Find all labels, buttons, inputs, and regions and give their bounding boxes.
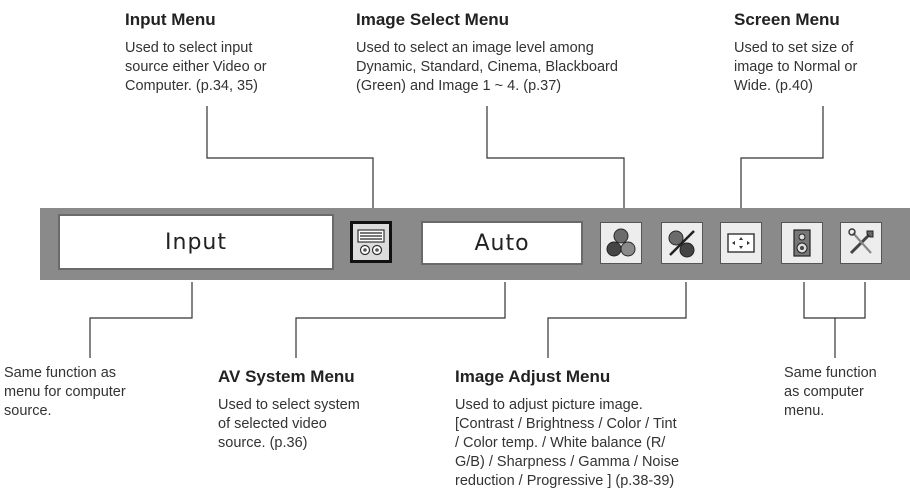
right-note-desc: Same function as computer menu. xyxy=(784,364,877,421)
desc-line: G/B) / Sharpness / Gamma / Noise xyxy=(455,454,680,470)
av-system-field[interactable]: Auto xyxy=(421,221,583,265)
screen-icon xyxy=(727,233,755,253)
desc-line: Wide. (p.40) xyxy=(734,78,813,94)
image-select-title: Image Select Menu xyxy=(356,10,510,29)
image-adjust-title: Image Adjust Menu xyxy=(455,367,611,386)
image-adjust-icon xyxy=(668,230,695,258)
image-adjust-leader xyxy=(547,282,687,358)
input-menu-annotation: Input Menu Used to select input source e… xyxy=(125,10,267,96)
desc-line: Computer. (p.34, 35) xyxy=(125,78,258,94)
desc-line: as computer xyxy=(784,384,864,400)
tools-icon xyxy=(848,228,874,255)
input-menu-desc: Used to select input source either Video… xyxy=(125,39,267,96)
av-system-annotation: AV System Menu Used to select system of … xyxy=(218,367,360,453)
desc-line: menu. xyxy=(784,403,825,419)
desc-line: image to Normal or xyxy=(734,59,858,75)
desc-line: Same function xyxy=(784,365,877,381)
screen-menu-leader xyxy=(740,106,824,213)
input-field[interactable]: Input xyxy=(58,214,334,270)
image-select-annotation: Image Select Menu Used to select an imag… xyxy=(356,10,618,96)
screen-menu-button[interactable] xyxy=(720,222,762,264)
screen-menu-title: Screen Menu xyxy=(734,10,840,29)
sound-menu-button[interactable] xyxy=(781,222,823,264)
image-select-leader xyxy=(486,106,625,213)
desc-line: [Contrast / Brightness / Color / Tint xyxy=(455,416,677,432)
desc-line: Used to adjust picture image. xyxy=(455,397,643,413)
right-note: Same function as computer menu. xyxy=(784,364,877,421)
av-system-desc: Used to select system of selected video … xyxy=(218,396,360,453)
setting-menu-button[interactable] xyxy=(840,222,882,264)
left-note-leader xyxy=(89,282,193,358)
left-note: Same function as menu for computer sourc… xyxy=(4,364,126,421)
desc-line: Used to select an image level among xyxy=(356,40,594,56)
image-select-button[interactable] xyxy=(600,222,642,264)
speaker-icon xyxy=(793,229,811,257)
desc-line: reduction / Progressive ] (p.38-39) xyxy=(455,473,675,489)
av-system-title: AV System Menu xyxy=(218,367,355,386)
desc-line: Dynamic, Standard, Cinema, Blackboard xyxy=(356,59,618,75)
input-menu-button[interactable] xyxy=(350,221,392,263)
screen-menu-annotation: Screen Menu Used to set size of image to… xyxy=(734,10,857,96)
screen-menu-desc: Used to set size of image to Normal or W… xyxy=(734,39,857,96)
desc-line: Used to select input xyxy=(125,40,253,56)
right-note-leader xyxy=(803,282,866,319)
desc-line: Used to set size of xyxy=(734,40,854,56)
desc-line: source. xyxy=(4,403,52,419)
desc-line: Used to select system xyxy=(218,397,360,413)
image-adjust-desc: Used to adjust picture image. [Contrast … xyxy=(455,396,679,491)
desc-line: (Green) and Image 1 ~ 4. (p.37) xyxy=(356,78,562,94)
desc-line: source either Video or xyxy=(125,59,267,75)
image-adjust-button[interactable] xyxy=(661,222,703,264)
desc-line: / Color temp. / White balance (R/ xyxy=(455,435,666,451)
input-icon xyxy=(357,229,385,256)
input-menu-title: Input Menu xyxy=(125,10,216,29)
left-note-desc: Same function as menu for computer sourc… xyxy=(4,364,126,421)
image-select-icon xyxy=(606,228,636,257)
desc-line: of selected video xyxy=(218,416,327,432)
input-menu-leader xyxy=(206,106,374,213)
desc-line: source. (p.36) xyxy=(218,435,308,451)
desc-line: menu for computer xyxy=(4,384,126,400)
desc-line: Same function as xyxy=(4,365,117,381)
image-select-desc: Used to select an image level among Dyna… xyxy=(356,39,618,96)
image-adjust-annotation: Image Adjust Menu Used to adjust picture… xyxy=(455,367,679,491)
av-system-leader xyxy=(295,282,506,358)
